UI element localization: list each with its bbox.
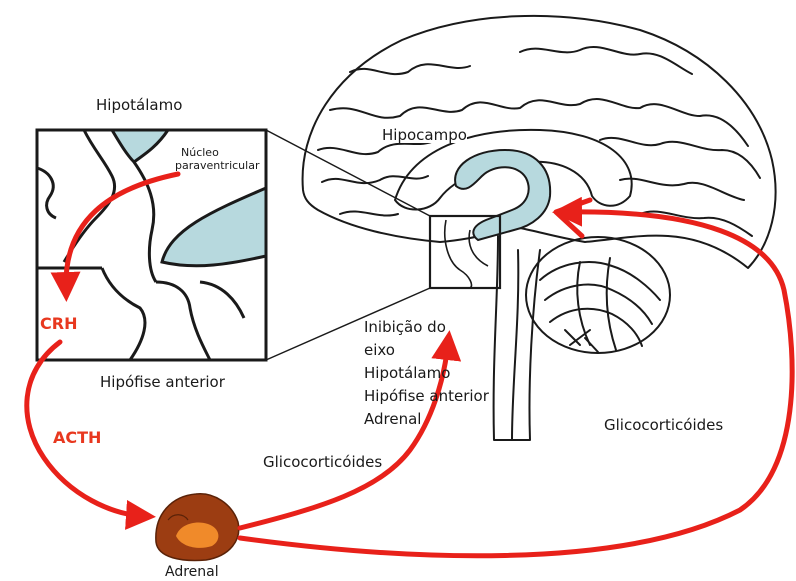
inhibicao-line-3: Hipotálamo	[364, 362, 489, 385]
label-nucleo-line1: Núcleo	[175, 146, 259, 159]
inhibicao-line-1: Inibição do	[364, 316, 489, 339]
inhibicao-line-2: eixo	[364, 339, 489, 362]
label-adrenal: Adrenal	[165, 565, 219, 579]
cerebellum	[526, 237, 670, 353]
label-glicocorticoides-center: Glicocorticóides	[263, 455, 382, 470]
label-nucleo-paraventricular: Núcleo paraventricular	[175, 146, 259, 172]
arrowhead-hippocampus	[556, 200, 590, 236]
label-acth: ACTH	[53, 430, 101, 446]
inhibicao-line-5: Adrenal	[364, 408, 489, 431]
inhibicao-line-4: Hipófise anterior	[364, 385, 489, 408]
label-crh: CRH	[40, 316, 77, 332]
hippocampus-shape	[455, 150, 550, 240]
cerebrum-outline	[303, 16, 776, 268]
label-inhibicao-eixo: Inibição do eixo Hipotálamo Hipófise ant…	[364, 316, 489, 431]
label-hipofise-anterior: Hipófise anterior	[100, 375, 225, 390]
adrenal-gland	[156, 494, 239, 561]
label-nucleo-line2: paraventricular	[175, 159, 259, 172]
label-hipocampo: Hipocampo	[382, 128, 467, 143]
label-hipotalamo: Hipotálamo	[96, 98, 182, 113]
label-glicocorticoides-right: Glicocorticóides	[604, 418, 723, 433]
